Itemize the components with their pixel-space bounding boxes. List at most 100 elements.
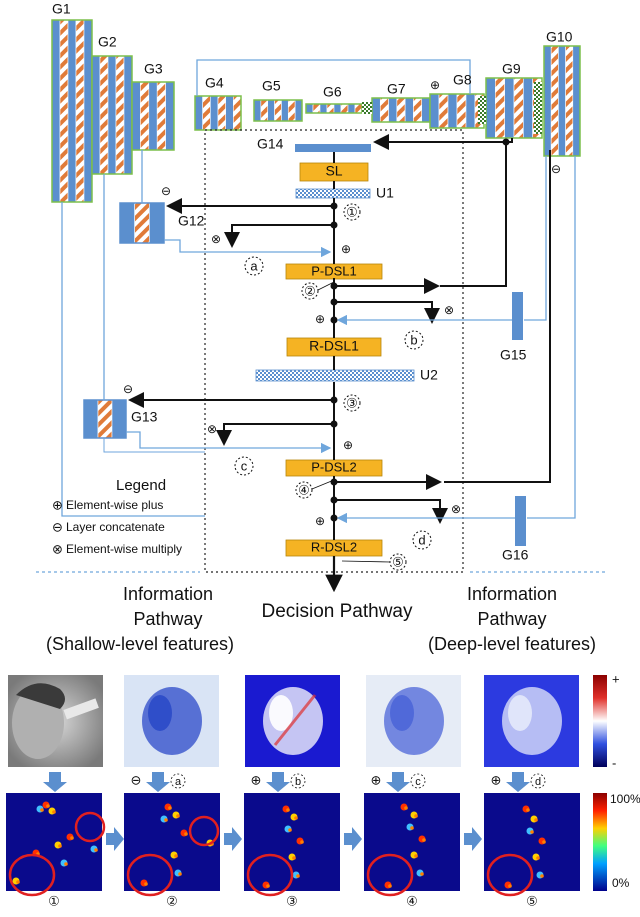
step-marker-circle-1 — [343, 203, 361, 221]
letter-marker-circle-c — [234, 456, 254, 476]
map-letter-circle-2 — [410, 773, 426, 789]
heat-spot-core — [388, 884, 392, 888]
encoder-blocks — [51, 19, 581, 557]
block-stripe — [294, 99, 303, 122]
block-stripe — [421, 97, 431, 123]
heat-spot-core — [168, 806, 172, 810]
checker-accent — [478, 96, 486, 124]
encoder-block-g4 — [194, 95, 242, 131]
right-arrow-2 — [224, 827, 242, 851]
label-g15: G15 — [500, 347, 527, 363]
heat-spot-core — [40, 808, 44, 812]
map-letter-0: a — [175, 776, 182, 788]
step-marker-circle-5 — [389, 553, 407, 571]
letter-marker-a: a — [250, 258, 258, 273]
block-stripe — [156, 81, 166, 151]
encoder-block-g8 — [429, 93, 485, 129]
connection-lines — [36, 59, 606, 593]
block-stripe — [148, 81, 158, 151]
heat-spot-core — [174, 854, 178, 858]
encoder-block-g9 — [485, 77, 543, 139]
map-letter-circle-0 — [170, 773, 186, 789]
block-stripe — [438, 93, 449, 129]
multiply-b: ⊗ — [444, 303, 454, 317]
multiply-c: ⊗ — [207, 422, 217, 436]
map-number-4: ④ — [406, 893, 418, 908]
concat-g15: ⊖ — [551, 162, 561, 176]
block-stripe — [210, 95, 219, 131]
junction-dot — [330, 396, 338, 404]
block-stripe — [287, 99, 296, 122]
g12-to-plus — [164, 239, 332, 258]
block-stripe — [326, 103, 335, 114]
heat-spot-core — [176, 814, 180, 818]
step-marker-circle-4 — [295, 481, 313, 499]
block-stripe — [119, 202, 135, 244]
label-g12: G12 — [178, 213, 205, 229]
block-stripe — [99, 55, 109, 175]
legend-title: Legend — [116, 477, 166, 494]
bottom-colorbar-max: 100% — [610, 792, 640, 806]
highlight-circle-4 — [366, 853, 414, 897]
heat-spot-core — [64, 862, 68, 866]
highlight-circle-1 — [8, 853, 56, 897]
map-number-2: ② — [166, 893, 178, 908]
block-stripe — [312, 103, 321, 114]
block-stripe — [134, 202, 150, 244]
right-arrow-4 — [464, 827, 482, 851]
block-stripe — [388, 97, 398, 123]
block-stripe — [59, 19, 69, 203]
block-stripe — [217, 95, 226, 131]
heat-spot-core — [530, 830, 534, 834]
down-arrow-0 — [43, 772, 67, 792]
plus-b: ⊕ — [315, 312, 325, 326]
block-label-g4: G4 — [205, 75, 224, 91]
concat-g13: ⊖ — [123, 382, 133, 396]
step-marker-circle-3 — [343, 394, 361, 412]
block-label-g3: G3 — [144, 61, 163, 77]
heat-spot-core — [288, 828, 292, 832]
label-g16: G16 — [502, 547, 529, 563]
mult-a — [224, 224, 334, 248]
map-letter-3: d — [535, 776, 541, 788]
block-stripe — [513, 77, 524, 139]
block-border — [131, 81, 175, 151]
block-stripe — [274, 99, 282, 122]
highlight-circle-5 — [486, 853, 534, 897]
legend-text-0: Element-wise plus — [66, 498, 163, 512]
encoder-block-g6 — [305, 103, 363, 114]
block-stripe — [572, 45, 581, 157]
junction-dot — [330, 478, 338, 486]
heat-spot-core — [178, 872, 182, 876]
block-label-g2: G2 — [98, 34, 117, 50]
block-stripe — [371, 97, 381, 123]
letter-marker-circle-a — [244, 256, 264, 276]
junction-dot — [330, 316, 338, 324]
block-stripe — [333, 103, 342, 114]
attention-core-1 — [148, 695, 172, 731]
step-marker-2: ② — [304, 283, 316, 298]
block-stripe — [123, 55, 133, 175]
right-arrow-3 — [344, 827, 362, 851]
block-stripe — [429, 93, 440, 129]
block-stripe — [91, 55, 101, 175]
g10-to-g16 — [527, 156, 576, 519]
block-stripe — [83, 399, 99, 439]
g10-to-g15 — [524, 156, 547, 321]
map-number-5: ⑤ — [526, 893, 538, 908]
block-border — [253, 99, 303, 122]
map-letter-1: b — [295, 776, 301, 788]
plus-d: ⊕ — [315, 514, 325, 528]
heat-spot-core — [526, 808, 530, 812]
block-stripe — [565, 45, 574, 157]
block-stripe — [319, 103, 328, 114]
block-stripe — [51, 19, 61, 203]
block-stripe — [495, 77, 505, 139]
plus-c: ⊕ — [343, 438, 353, 452]
block-label-g5: G5 — [262, 78, 281, 94]
block-stripe — [485, 77, 496, 139]
bottom-colorbar-min: 0% — [612, 876, 630, 890]
map-operator-2: ⊕ — [371, 772, 382, 787]
